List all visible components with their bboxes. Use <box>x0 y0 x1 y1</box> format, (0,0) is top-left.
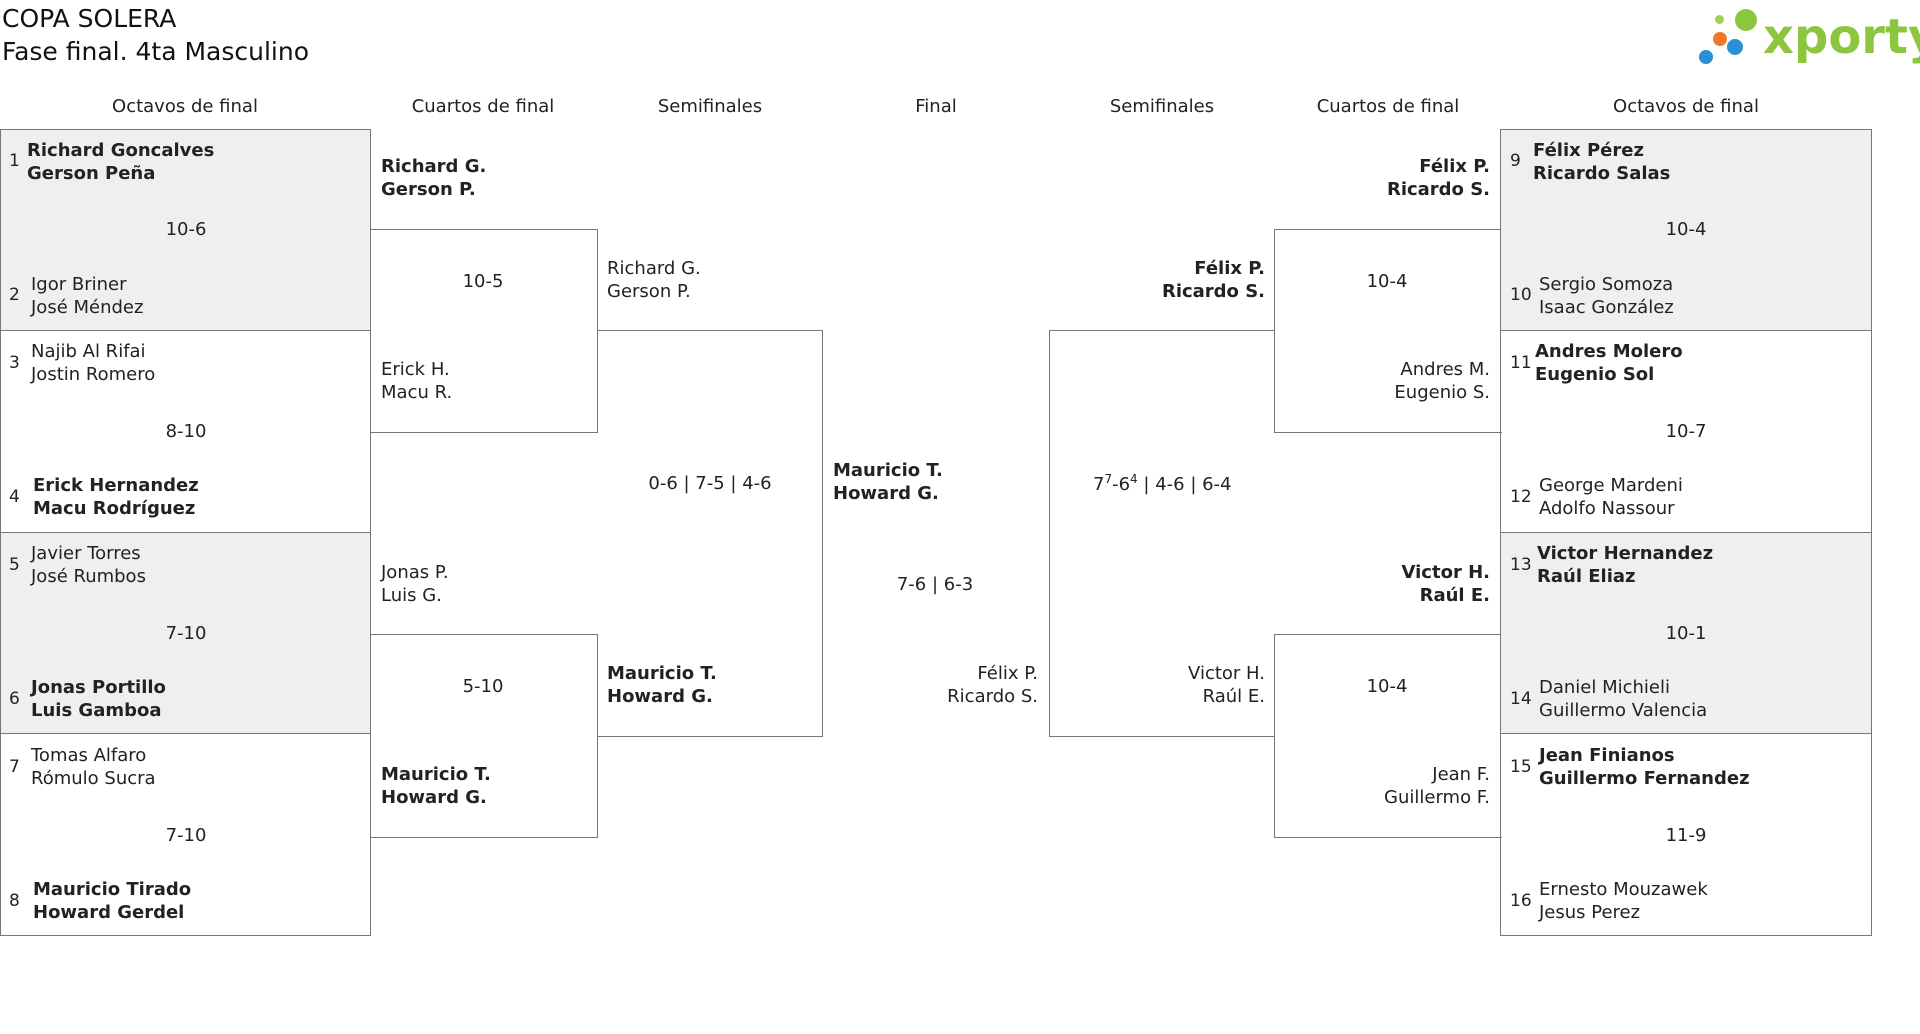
tournament-header: COPA SOLERA Fase final. 4ta Masculino <box>2 2 309 68</box>
team-name: Richard G.Gerson P. <box>607 258 701 302</box>
logo-dot-blue-icon <box>1727 39 1743 55</box>
round-header-left-r16: Octavos de final <box>112 96 258 117</box>
match-score: 10-5 <box>462 271 504 292</box>
match-score: 5-10 <box>462 676 504 697</box>
tournament-title: COPA SOLERA <box>2 4 177 33</box>
seed-number: 4 <box>9 487 20 507</box>
match-score: 0-6 | 7-5 | 4-6 <box>648 473 772 494</box>
seed-number: 8 <box>9 891 20 911</box>
seed-number: 13 <box>1510 555 1532 575</box>
finalist-team: Mauricio T.Howard G. <box>833 460 943 504</box>
match-box-left-r16-4 <box>0 733 371 936</box>
match-box-left-qf-1 <box>370 229 598 433</box>
seed-number: 7 <box>9 757 20 777</box>
logo-dot-orange-icon <box>1713 32 1727 46</box>
round-header-right-r16: Octavos de final <box>1613 96 1759 117</box>
team-name: Jean F.Guillermo F. <box>1384 764 1490 808</box>
xporty-logo: xporty <box>1697 4 1920 70</box>
match-score: 7-10 <box>165 623 207 644</box>
match-score: 10-7 <box>1665 421 1707 442</box>
seed-number: 3 <box>9 353 20 373</box>
team-name: Erick H.Macu R. <box>381 359 453 403</box>
match-score: 10-4 <box>1665 219 1707 240</box>
round-header-right-sf: Semifinales <box>1109 96 1215 117</box>
seed-number: 10 <box>1510 285 1532 305</box>
match-score: 10-1 <box>1665 623 1707 644</box>
round-header-left-qf: Cuartos de final <box>411 96 555 117</box>
match-score: 77-64 | 4-6 | 6-4 <box>1093 472 1232 495</box>
team-name: Mauricio T.Howard G. <box>607 663 717 707</box>
match-score: 10-4 <box>1366 676 1408 697</box>
seed-number: 11 <box>1510 353 1532 373</box>
match-box-right-r16-1 <box>1500 129 1872 331</box>
match-score: 7-10 <box>165 825 207 846</box>
final-score: 7-6 | 6-3 <box>896 574 974 595</box>
seed-number: 2 <box>9 285 20 305</box>
finalist-team: Félix P.Ricardo S. <box>947 663 1038 707</box>
seed-number: 15 <box>1510 757 1532 777</box>
match-score: 10-6 <box>165 219 207 240</box>
seed-number: 5 <box>9 555 20 575</box>
match-box-left-r16-3 <box>0 532 371 734</box>
match-score: 10-4 <box>1366 271 1408 292</box>
seed-number: 14 <box>1510 689 1532 709</box>
team-name: Mauricio T.Howard G. <box>381 764 491 808</box>
match-box-right-sf <box>1049 330 1275 737</box>
team-name: Félix P.Ricardo S. <box>1161 258 1265 302</box>
seed-number: 16 <box>1510 891 1532 911</box>
match-score: 8-10 <box>165 421 207 442</box>
logo-dot-light-green-icon <box>1715 15 1724 24</box>
team-name: Richard G.Gerson P. <box>381 156 487 200</box>
team-name: Félix P.Ricardo S. <box>1386 156 1490 200</box>
match-box-left-r16-1 <box>0 129 371 331</box>
seed-number: 9 <box>1510 151 1521 171</box>
team-name: Victor H.Raúl E. <box>1401 562 1490 606</box>
seed-number: 12 <box>1510 487 1532 507</box>
round-header-left-sf: Semifinales <box>657 96 763 117</box>
match-box-left-sf <box>597 330 823 737</box>
logo-wordmark: xporty <box>1763 9 1920 65</box>
tournament-subtitle: Fase final. 4ta Masculino <box>2 37 310 66</box>
team-name: Victor H.Raúl E. <box>1188 663 1265 707</box>
match-score: 11-9 <box>1665 825 1707 846</box>
logo-dot-green-icon <box>1735 9 1757 31</box>
match-box-right-r16-4 <box>1500 733 1872 936</box>
team-name: Jonas P.Luis G. <box>381 562 449 606</box>
match-box-right-qf-1 <box>1274 229 1502 433</box>
logo-dot-small-blue-icon <box>1699 50 1713 64</box>
seed-number: 6 <box>9 689 20 709</box>
round-header-right-qf: Cuartos de final <box>1316 96 1460 117</box>
round-header-final: Final <box>915 96 957 117</box>
seed-number: 1 <box>9 151 20 171</box>
match-box-right-r16-3 <box>1500 532 1872 734</box>
match-box-right-qf-2 <box>1274 634 1502 838</box>
team-name: Andres M.Eugenio S. <box>1394 359 1490 403</box>
